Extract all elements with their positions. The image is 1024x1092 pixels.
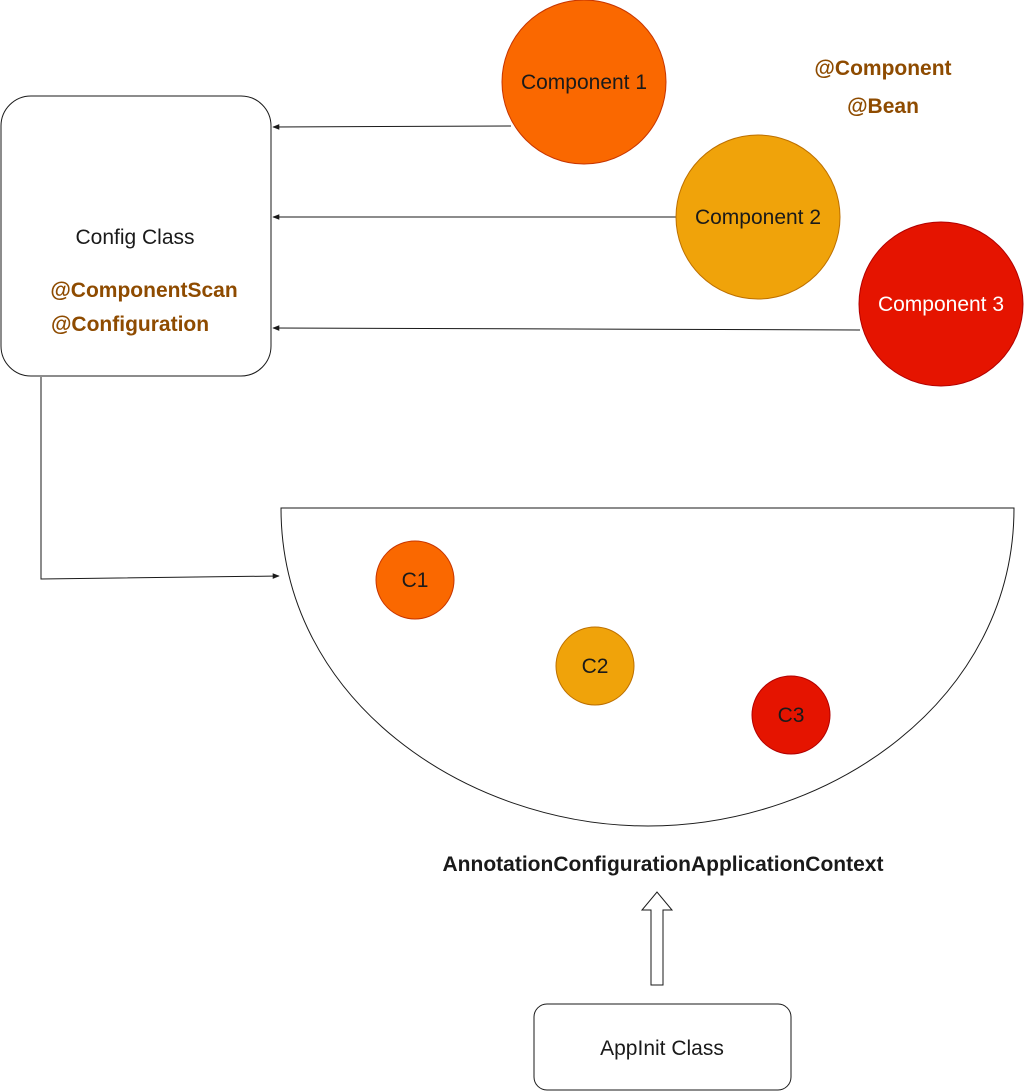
arrow-component-1-to-config	[272, 124, 512, 130]
c3-circle[interactable]	[751, 675, 831, 755]
component-scan-annotation: @ComponentScan	[50, 279, 237, 302]
component-2-label: Component 2	[695, 206, 821, 229]
c2-circle[interactable]	[555, 626, 635, 706]
c3-label: C3	[778, 704, 805, 727]
c2-label: C2	[582, 655, 609, 678]
application-context-label: AnnotationConfigurationApplicationContex…	[443, 853, 884, 876]
appinit-class-box[interactable]	[533, 1003, 792, 1091]
component-3-circle[interactable]	[858, 221, 1024, 387]
arrow-component-3-to-config	[272, 325, 861, 331]
component-1-circle[interactable]	[501, 0, 667, 165]
arrow-config-to-context	[40, 377, 280, 580]
config-class-title: Config Class	[75, 226, 194, 249]
component-1-label: Component 1	[521, 71, 647, 94]
configuration-annotation: @Configuration	[51, 313, 209, 336]
appinit-class-label: AppInit Class	[600, 1037, 724, 1060]
component-2-circle[interactable]	[675, 134, 841, 300]
application-context-container[interactable]	[280, 507, 1015, 827]
component-3-label: Component 3	[878, 293, 1004, 316]
bean-annotation: @Bean	[847, 95, 919, 118]
c1-label: C1	[402, 569, 429, 592]
arrow-appinit-to-context	[640, 891, 674, 986]
c1-circle[interactable]	[375, 540, 455, 620]
component-annotation: @Component	[814, 57, 951, 80]
config-class-box[interactable]	[0, 95, 272, 377]
